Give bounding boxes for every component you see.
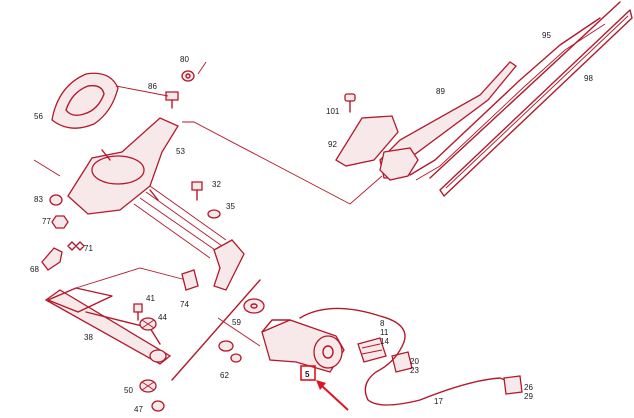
label-44: 44 bbox=[158, 313, 167, 322]
label-74: 74 bbox=[180, 300, 189, 309]
bolt-41 bbox=[133, 303, 143, 321]
leader-lines bbox=[33, 61, 383, 205]
label-35: 35 bbox=[226, 202, 235, 211]
wiper-blade bbox=[409, 1, 633, 197]
label-53: 53 bbox=[176, 147, 185, 156]
bolt-101 bbox=[344, 93, 356, 113]
nut-47 bbox=[151, 400, 165, 412]
washer-59 bbox=[243, 298, 265, 314]
label-17: 17 bbox=[434, 397, 443, 406]
connector-8-11-14 bbox=[357, 337, 387, 363]
label-50: 50 bbox=[124, 386, 133, 395]
connector-20-23 bbox=[391, 351, 413, 373]
grommet-35 bbox=[207, 209, 221, 219]
washer-44 bbox=[139, 317, 157, 331]
label-101: 101 bbox=[326, 107, 340, 116]
label-56: 56 bbox=[34, 112, 43, 121]
label-23: 23 bbox=[410, 366, 419, 375]
label-86: 86 bbox=[148, 82, 157, 91]
cable-17 bbox=[299, 307, 511, 406]
label-32: 32 bbox=[212, 180, 221, 189]
label-62: 62 bbox=[220, 371, 229, 380]
nut-83 bbox=[49, 194, 63, 206]
clip-68 bbox=[41, 247, 63, 271]
label-77: 77 bbox=[42, 217, 51, 226]
wiper-motor bbox=[217, 317, 345, 373]
label-98: 98 bbox=[584, 74, 593, 83]
label-38: 38 bbox=[84, 333, 93, 342]
connector-26-29 bbox=[503, 375, 523, 395]
label-26: 26 bbox=[524, 383, 533, 392]
label-11: 11 bbox=[380, 328, 389, 337]
nozzle-cap bbox=[51, 72, 119, 129]
wiper-linkage bbox=[44, 267, 261, 381]
label-71: 71 bbox=[84, 244, 93, 253]
nut-77 bbox=[51, 215, 69, 229]
label-83: 83 bbox=[34, 195, 43, 204]
washer-50 bbox=[139, 379, 157, 393]
label-41: 41 bbox=[146, 294, 155, 303]
label-68: 68 bbox=[30, 265, 39, 274]
arm-cover bbox=[335, 115, 399, 167]
label-95: 95 bbox=[542, 31, 551, 40]
wiper-bearing bbox=[67, 117, 227, 259]
label-29: 29 bbox=[524, 392, 533, 401]
label-80: 80 bbox=[180, 55, 189, 64]
bracket-74 bbox=[181, 239, 245, 291]
label-14: 14 bbox=[380, 337, 389, 346]
spring-71 bbox=[67, 241, 85, 251]
label-59: 59 bbox=[232, 318, 241, 327]
label-5: 5 bbox=[305, 370, 310, 379]
bolt-32 bbox=[191, 181, 203, 201]
label-89: 89 bbox=[436, 87, 445, 96]
label-8: 8 bbox=[380, 319, 385, 328]
bolt-86 bbox=[165, 91, 179, 109]
wiper-arm bbox=[379, 61, 517, 181]
nut-62 bbox=[218, 340, 242, 363]
label-20: 20 bbox=[410, 357, 419, 366]
label-47: 47 bbox=[134, 405, 143, 414]
label-92: 92 bbox=[328, 140, 337, 149]
highlighted-part-callout: 5 bbox=[300, 365, 349, 411]
washer-80 bbox=[181, 70, 195, 82]
